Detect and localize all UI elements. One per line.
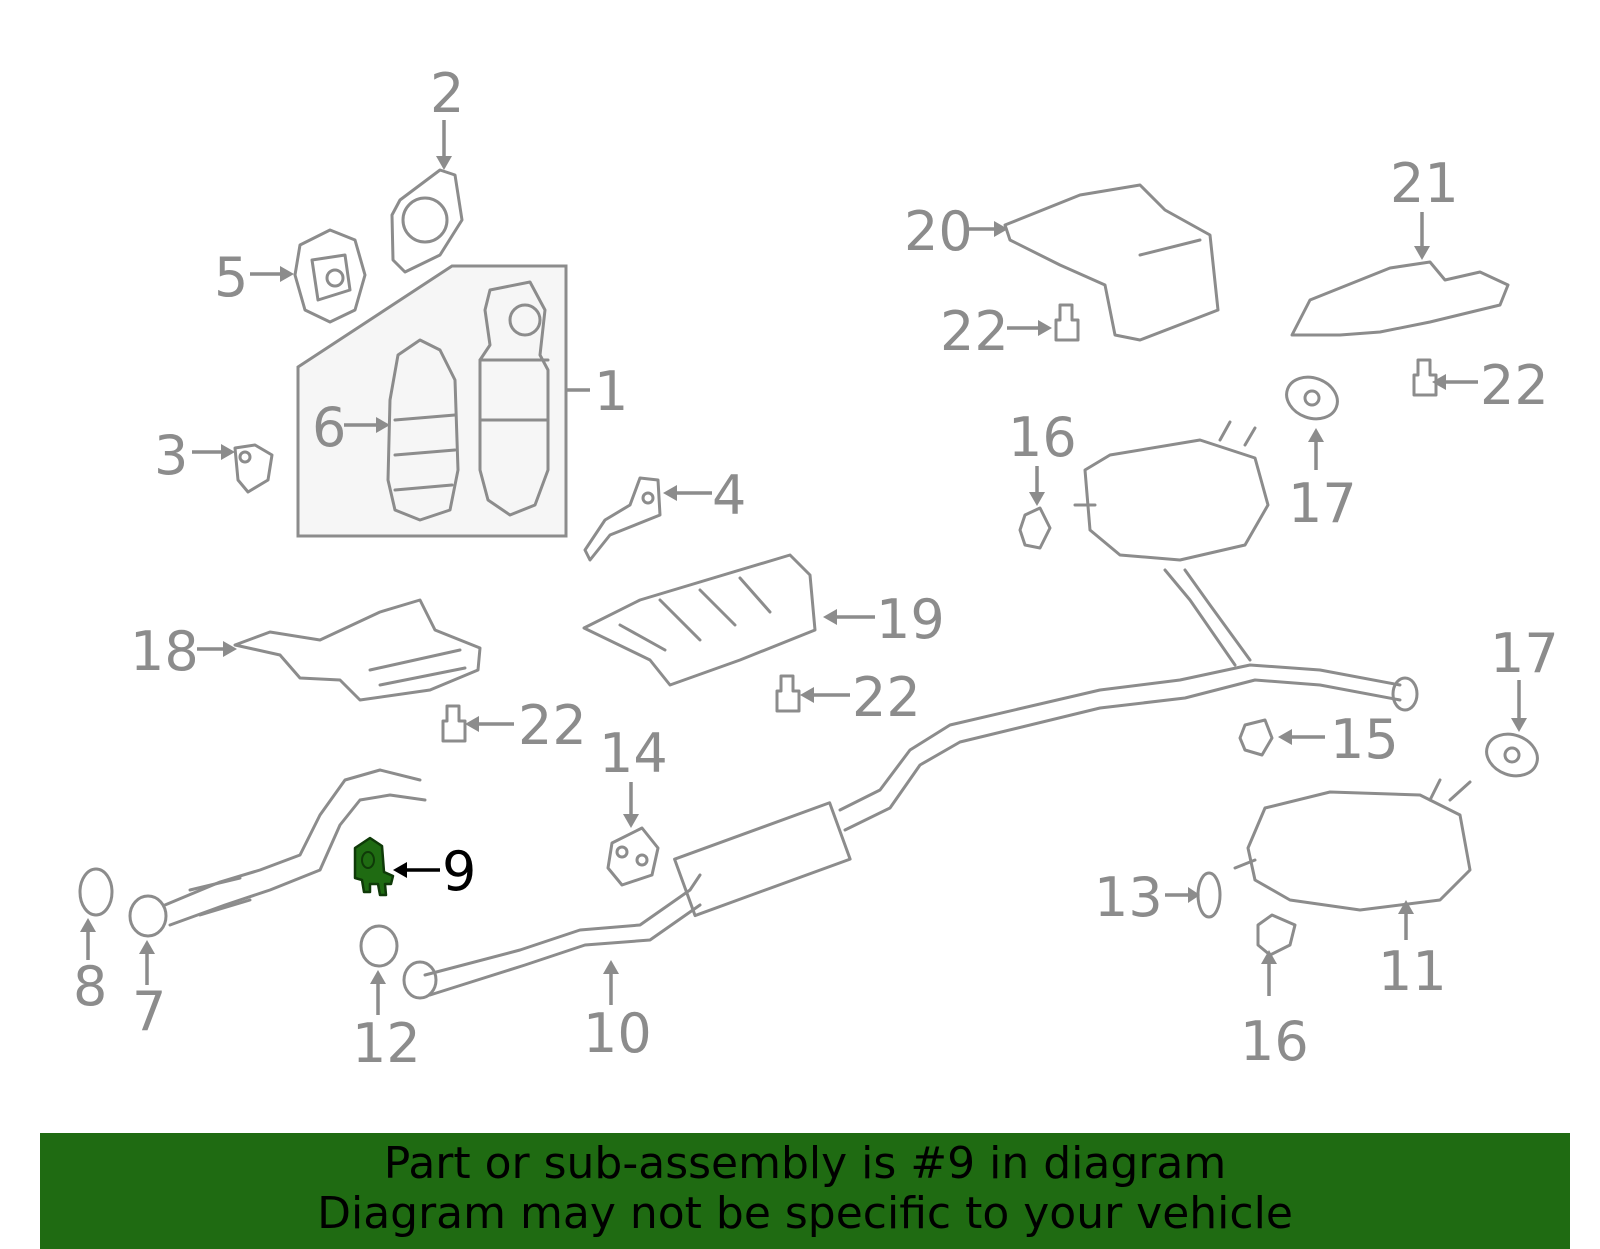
callout-labels: 1 2 3 4 5 6 7 8 9 10 11 12 13 14 15 16 1…: [73, 62, 1559, 1075]
callout-16-upper: 16: [1008, 406, 1077, 469]
part-22b-bolt[interactable]: [1412, 358, 1438, 397]
part-8-gasket[interactable]: [78, 867, 114, 917]
part-16b-hanger[interactable]: [1256, 913, 1297, 957]
leader-arrows: [80, 120, 1527, 1015]
part-13-gasket[interactable]: [1196, 871, 1222, 919]
callout-21: 21: [1390, 152, 1459, 215]
assembly-box: [296, 264, 568, 538]
part-4-bracket[interactable]: [583, 476, 662, 562]
part-7-front-pipe[interactable]: [128, 768, 427, 938]
part-6-shield[interactable]: [386, 338, 460, 522]
part-22d-bolt[interactable]: [441, 704, 467, 743]
part-14-hanger[interactable]: [606, 826, 660, 887]
callout-17-right: 17: [1490, 622, 1559, 685]
callout-18: 18: [130, 620, 199, 683]
callout-1: 1: [594, 360, 628, 423]
callout-9: 9: [442, 840, 476, 903]
callout-7: 7: [132, 980, 166, 1043]
part-info-banner: Part or sub-assembly is #9 in diagram Di…: [40, 1133, 1570, 1249]
callout-3: 3: [154, 424, 188, 487]
part-9-bracket-highlighted[interactable]: [353, 836, 395, 897]
part-5-heat-shield[interactable]: [293, 228, 367, 324]
part-1-converter[interactable]: [478, 280, 550, 517]
callout-22-top: 22: [940, 300, 1009, 363]
callout-11: 11: [1378, 940, 1447, 1003]
callout-8: 8: [73, 955, 107, 1018]
callout-16-lower: 16: [1240, 1010, 1309, 1073]
banner-line-2: Diagram may not be specific to your vehi…: [317, 1188, 1293, 1239]
callout-13: 13: [1094, 866, 1163, 929]
callout-10: 10: [583, 1002, 652, 1065]
part-17a-hanger[interactable]: [1281, 370, 1344, 425]
part-16a-hanger[interactable]: [1018, 506, 1052, 550]
callout-22-left: 22: [518, 694, 587, 757]
callout-12: 12: [352, 1012, 421, 1075]
callout-2: 2: [430, 62, 464, 125]
upper-muffler[interactable]: [1073, 420, 1270, 562]
callout-6: 6: [312, 396, 346, 459]
callout-14: 14: [599, 722, 668, 785]
callout-22-right: 22: [1480, 354, 1549, 417]
callout-15: 15: [1330, 708, 1399, 771]
part-22c-bolt[interactable]: [775, 674, 801, 713]
part-12-gasket[interactable]: [359, 924, 399, 968]
callout-17-upper: 17: [1288, 472, 1357, 535]
callout-5: 5: [214, 246, 248, 309]
part-3-bracket[interactable]: [233, 443, 274, 494]
banner-line-1: Part or sub-assembly is #9 in diagram: [383, 1138, 1227, 1189]
callout-22-middle: 22: [852, 666, 921, 729]
part-10-pipe[interactable]: [402, 568, 1419, 1000]
part-22a-bolt[interactable]: [1054, 303, 1080, 342]
part-17b-hanger[interactable]: [1481, 727, 1544, 782]
part-15-hanger[interactable]: [1238, 718, 1274, 757]
part-19-heat-shield[interactable]: [582, 553, 817, 687]
part-11-muffler[interactable]: [1233, 778, 1472, 912]
part-21-heat-shield[interactable]: [1290, 260, 1510, 337]
part-2-gasket[interactable]: [390, 168, 464, 274]
part-20-heat-shield[interactable]: [1003, 183, 1220, 342]
callout-19: 19: [876, 588, 945, 651]
callout-4: 4: [712, 464, 746, 527]
part-18-heat-shield[interactable]: [233, 598, 482, 702]
callout-20: 20: [904, 200, 973, 263]
